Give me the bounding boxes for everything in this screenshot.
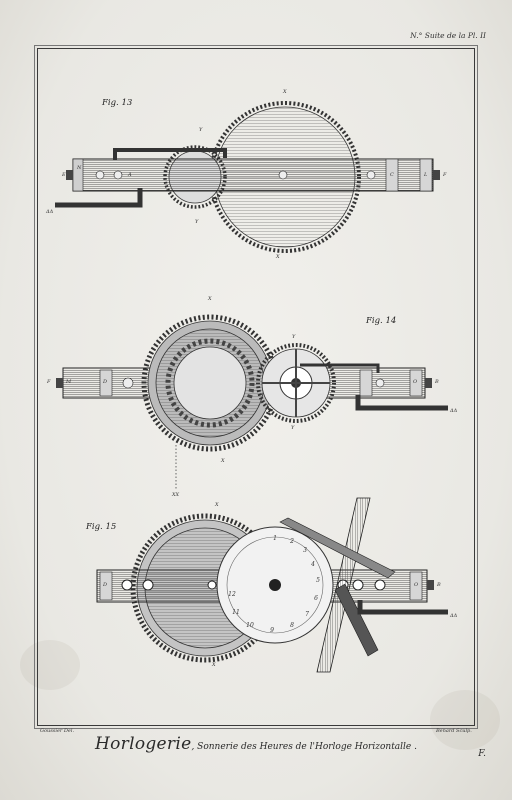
credit-right: Benard Sculp. [436, 728, 472, 734]
plate-title-sub: , Sonnerie des Heures de l'Horloge Horiz… [191, 742, 417, 752]
fig14-letter-y-top: Y [292, 334, 296, 340]
fig14-letter-o: O [413, 379, 418, 385]
fig14-letter-x-top: X [208, 296, 212, 302]
fig15-letter-x-bottom: X [212, 662, 216, 668]
fig14-letter-deltas: ΔΔ [450, 408, 458, 414]
fig-14-drawing [56, 314, 448, 490]
credit-left: Goussier Del. [40, 728, 75, 734]
svg-text:12: 12 [228, 591, 236, 598]
fig13-letter-x-bottom: X [276, 254, 280, 260]
svg-text:6: 6 [314, 595, 318, 602]
plate-title: Horlogerie, Sonnerie des Heures de l'Hor… [0, 734, 512, 754]
fig-14-label: Fig. 14 [366, 316, 397, 326]
svg-text:1: 1 [273, 535, 277, 542]
fig13-letter-deltas: ΔΔ [46, 209, 54, 215]
fig-13-drawing [55, 101, 440, 253]
fig13-letter-y-top: Y [199, 127, 203, 133]
fig14-letter-x-bottom: X [221, 458, 225, 464]
fig14-letter-xx: XX [172, 492, 180, 498]
svg-text:9: 9 [270, 627, 274, 634]
svg-text:2: 2 [289, 538, 294, 545]
fig15-letter-o: O [414, 582, 419, 588]
plate-header: N.° Suite de la Pl. II [410, 31, 486, 40]
svg-text:4: 4 [310, 561, 315, 568]
fig13-letter-c: C [390, 172, 394, 178]
fig13-letter-f: F [443, 172, 447, 178]
fig13-bar [72, 158, 434, 192]
svg-text:3: 3 [303, 547, 307, 554]
paper-stain [430, 690, 500, 750]
plate-number: F. [478, 749, 486, 759]
fig13-letter-x-top: X [283, 89, 287, 95]
fig14-letter-f: F [47, 379, 51, 385]
fig-13-label: Fig. 13 [102, 98, 133, 108]
fig13-letter-e: E [62, 172, 66, 178]
paper-stain [20, 640, 80, 690]
fig14-letter-b: B [435, 379, 439, 385]
svg-text:7: 7 [305, 611, 309, 618]
fig14-letter-y-bottom: Y [291, 425, 295, 431]
fig14-pinion-teeth [256, 343, 336, 423]
fig-15-label: Fig. 15 [86, 522, 117, 532]
fig13-letter-n: N [77, 165, 82, 171]
fig15-letter-b: B [437, 582, 441, 588]
fig15-letter-deltas: ΔΔ [450, 613, 458, 619]
plate-border [34, 45, 478, 729]
fig15-letter-d: D [103, 582, 108, 588]
svg-text:8: 8 [290, 622, 294, 629]
svg-text:10: 10 [246, 622, 254, 629]
svg-text:11: 11 [232, 609, 240, 616]
plate-title-main: Horlogerie [95, 734, 192, 754]
fig13-letter-a: A [128, 172, 132, 178]
fig13-letter-l: L [424, 172, 428, 178]
fig14-letter-d: D [103, 379, 108, 385]
svg-text:5: 5 [316, 577, 320, 584]
fig13-letter-y-bottom: Y [195, 219, 199, 225]
fig15-letter-x-top: X [215, 502, 219, 508]
fig14-letter-m: M [66, 379, 72, 385]
